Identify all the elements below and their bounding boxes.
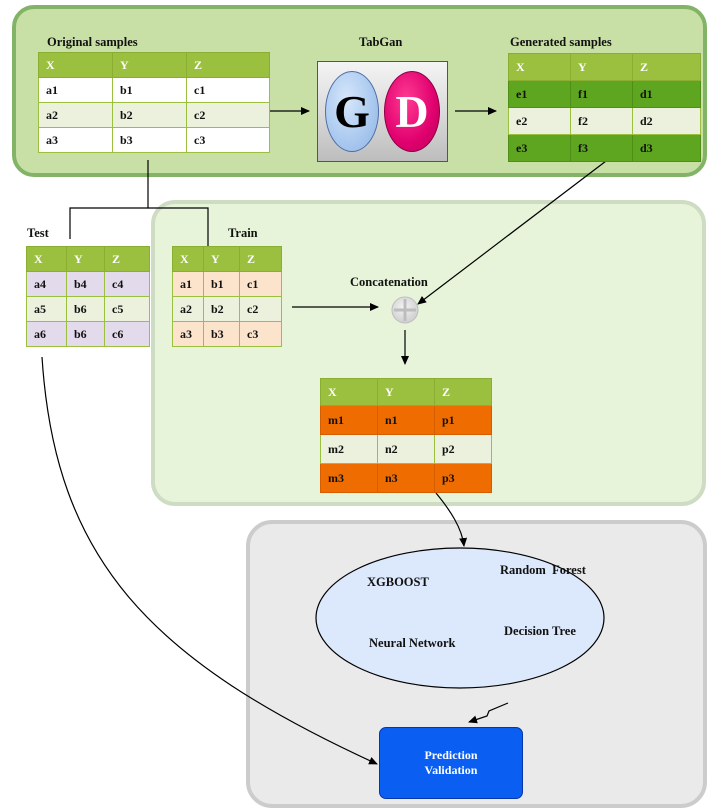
- table-header: Z: [632, 53, 701, 81]
- model-ellipse: [315, 547, 605, 689]
- table-header: Y: [66, 246, 105, 272]
- table-header: Y: [112, 52, 187, 78]
- arrow-test-to-prediction: [41, 356, 378, 765]
- table-header: Y: [203, 246, 240, 272]
- table-header: Z: [104, 246, 150, 272]
- table-header: Y: [377, 378, 435, 406]
- model-neural-network: Neural Network: [369, 636, 456, 650]
- original-samples-title: Original samples: [47, 35, 138, 49]
- split-bracket: [69, 160, 149, 239]
- tabgan-title: TabGan: [359, 35, 403, 49]
- table-header: Y: [570, 53, 633, 81]
- table-header: Z: [434, 378, 492, 406]
- validation-label: Validation: [424, 763, 478, 777]
- generator-letter: G: [334, 86, 370, 137]
- test-title: Test: [27, 226, 49, 240]
- concat-plus-circle-icon: [391, 296, 419, 324]
- table-header: X: [320, 378, 378, 406]
- arrow-table-to-models: [435, 492, 468, 547]
- generator-oval-icon: G: [325, 71, 379, 152]
- prediction-label: Prediction: [424, 748, 478, 762]
- arrow-generated-to-concat: [417, 157, 611, 305]
- table-header: X: [172, 246, 204, 272]
- table-header: Z: [186, 52, 270, 78]
- model-decision-tree: Decision Tree: [504, 624, 576, 638]
- table-header: X: [26, 246, 67, 272]
- prediction-validation-box: Prediction Validation: [379, 727, 523, 799]
- discriminator-letter: D: [395, 86, 429, 137]
- split-bracket-train: [148, 207, 209, 247]
- model-xgboost: XGBOOST: [367, 575, 429, 589]
- table-header: X: [508, 53, 571, 81]
- arrow-models-to-prediction: [468, 702, 509, 724]
- table-header: X: [38, 52, 113, 78]
- table-header: Z: [239, 246, 282, 272]
- model-random-forest: Random Forest: [500, 563, 586, 577]
- generated-samples-title: Generated samples: [510, 35, 612, 49]
- concatenation-label: Concatenation: [350, 275, 428, 289]
- train-title: Train: [228, 226, 258, 240]
- discriminator-oval-icon: D: [384, 71, 440, 152]
